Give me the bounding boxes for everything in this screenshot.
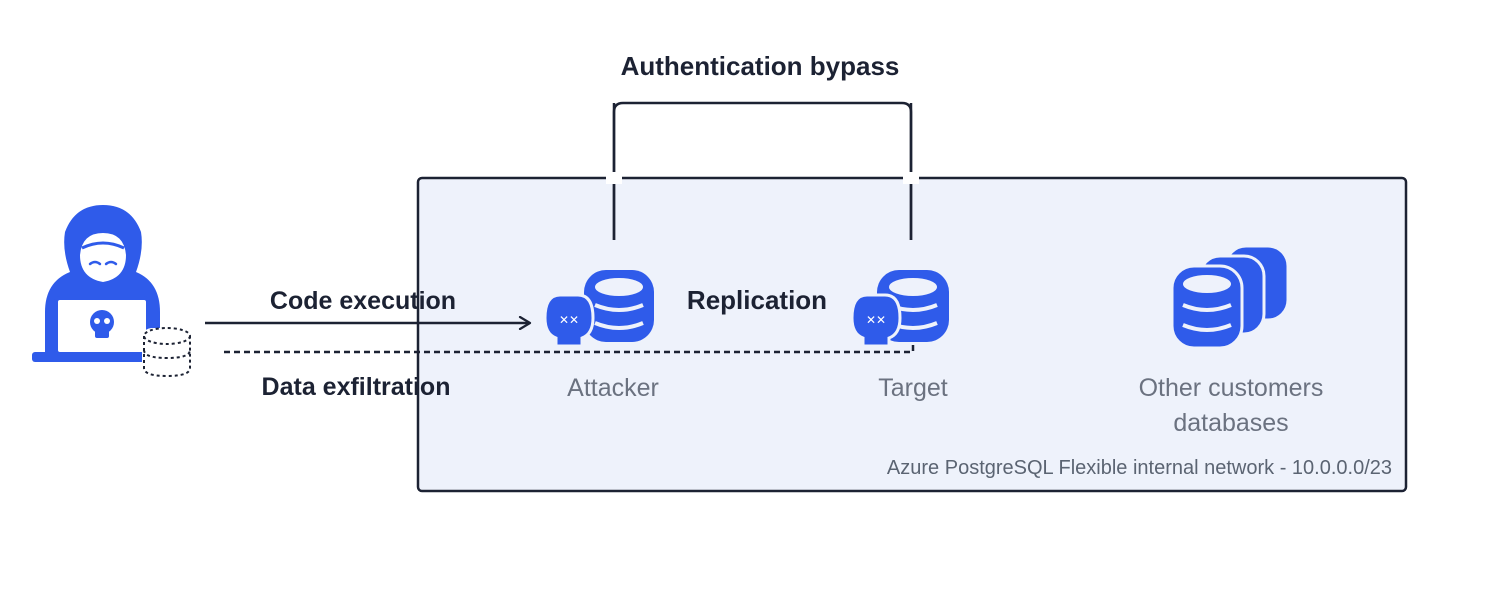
dashed-database-icon xyxy=(142,327,192,378)
code-execution-label: Code execution xyxy=(270,287,456,315)
svg-text:✕✕: ✕✕ xyxy=(866,313,886,327)
other-customers-databases-icon xyxy=(1170,244,1290,350)
target-database-icon: ✕✕ xyxy=(850,270,949,348)
other-customers-label-line1: Other customers xyxy=(1139,374,1324,402)
svg-text:✕✕: ✕✕ xyxy=(559,313,579,327)
internal-network-label: Azure PostgreSQL Flexible internal netwo… xyxy=(887,457,1392,479)
attacker-label: Attacker xyxy=(567,374,659,402)
auth-bypass-label: Authentication bypass xyxy=(621,51,900,81)
data-exfiltration-label: Data exfiltration xyxy=(262,373,451,401)
hooded-hacker-icon xyxy=(32,205,172,362)
replication-label: Replication xyxy=(687,285,827,315)
attacker-database-icon: ✕✕ xyxy=(543,270,654,348)
target-label: Target xyxy=(878,374,948,402)
other-customers-label-line2: databases xyxy=(1173,409,1288,437)
